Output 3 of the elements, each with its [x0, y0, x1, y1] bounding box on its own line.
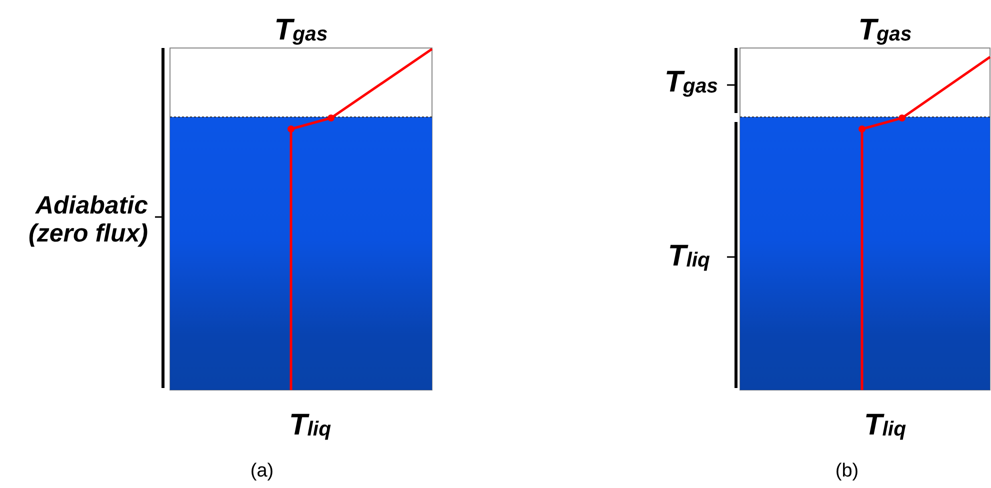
- panel-caption: (a): [250, 462, 274, 482]
- boundary-condition-label: Adiabatic (zero flux): [28, 192, 148, 248]
- panel-caption: (b): [835, 462, 859, 482]
